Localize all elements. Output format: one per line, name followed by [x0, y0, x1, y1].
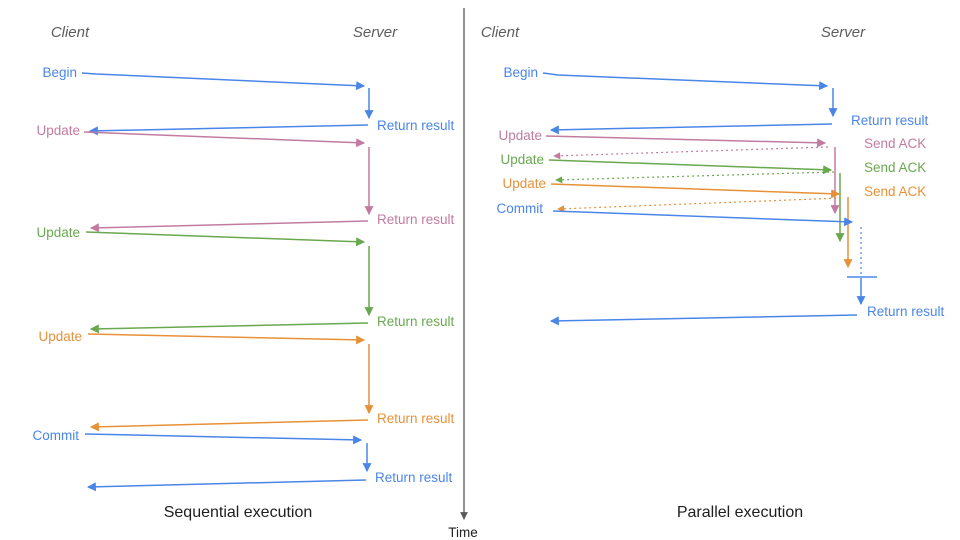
left-commit-response-label: Return result: [375, 470, 453, 485]
left-client-header: Client: [51, 24, 90, 41]
left-begin-response-label: Return result: [377, 118, 455, 133]
right-update1-label: Update: [498, 128, 542, 143]
left-panel-caption: Sequential execution: [164, 504, 313, 521]
right-update1-ack-dotted-arrow: [553, 146, 829, 160]
left-update1-response-label: Return result: [377, 212, 455, 227]
left-row-commit: Commit Return result: [33, 428, 453, 492]
left-update3-request-arrow: [87, 333, 366, 345]
left-update2-label: Update: [36, 225, 80, 240]
left-update2-response-arrow: [89, 322, 369, 334]
right-commit-response-label: Return result: [867, 304, 945, 319]
left-update3-label: Update: [38, 329, 82, 344]
left-row-update-3: Update Return result: [38, 329, 455, 432]
right-commit-label: Commit: [497, 201, 544, 216]
left-update1-label: Update: [36, 123, 80, 138]
left-update2-response-label: Return result: [377, 314, 455, 329]
right-panel-parallel: Client Server Begin Return result Update…: [481, 24, 945, 521]
right-row-begin: Begin Return result: [503, 65, 929, 135]
right-panel-caption: Parallel execution: [677, 504, 803, 521]
right-update2-ack-dotted-arrow: [555, 171, 835, 184]
right-update2-label: Update: [500, 152, 544, 167]
right-update3-request-arrow: [550, 183, 841, 199]
right-update2-ack-label: Send ACK: [864, 160, 926, 175]
right-row-update-1: Update Send ACK: [498, 128, 926, 215]
left-server-header: Server: [353, 24, 398, 41]
right-begin-request-arrow: [542, 72, 829, 91]
right-begin-label: Begin: [503, 65, 538, 80]
left-commit-response-arrow: [86, 479, 367, 492]
right-begin-response-label: Return result: [851, 113, 929, 128]
right-row-update-2: Update Send ACK: [500, 152, 926, 243]
right-row-update-3: Update Send ACK: [502, 176, 926, 269]
time-axis: Time: [448, 8, 478, 540]
right-update3-ack-dotted-arrow: [557, 197, 842, 213]
right-update3-label: Update: [502, 176, 546, 191]
right-commit-response-arrow: [549, 314, 858, 326]
left-update1-request-arrow: [83, 131, 366, 148]
left-row-begin: Begin Return result: [42, 65, 455, 136]
left-commit-request-arrow: [84, 433, 363, 445]
left-begin-response-arrow: [88, 124, 369, 136]
right-commit-request-arrow: [552, 210, 854, 227]
right-update1-ack-label: Send ACK: [864, 136, 926, 151]
right-update1-request-arrow: [545, 135, 827, 148]
left-update3-response-label: Return result: [377, 411, 455, 426]
left-begin-label: Begin: [42, 65, 77, 80]
right-update3-ack-label: Send ACK: [864, 184, 926, 199]
left-panel-sequential: Client Server Begin Return result Update…: [33, 24, 455, 521]
left-update3-response-arrow: [89, 419, 369, 432]
right-server-header: Server: [821, 24, 866, 41]
right-begin-response-arrow: [549, 123, 833, 135]
left-begin-request-arrow: [81, 72, 366, 91]
right-update2-request-arrow: [548, 159, 833, 175]
right-client-header: Client: [481, 24, 520, 41]
left-update1-response-arrow: [89, 220, 369, 233]
time-axis-label: Time: [448, 525, 478, 540]
left-row-update-1: Update Return result: [36, 123, 455, 233]
left-update2-request-arrow: [85, 231, 366, 247]
left-row-update-2: Update Return result: [36, 225, 455, 334]
left-commit-label: Commit: [33, 428, 80, 443]
right-row-commit: Commit Return result: [497, 201, 945, 326]
